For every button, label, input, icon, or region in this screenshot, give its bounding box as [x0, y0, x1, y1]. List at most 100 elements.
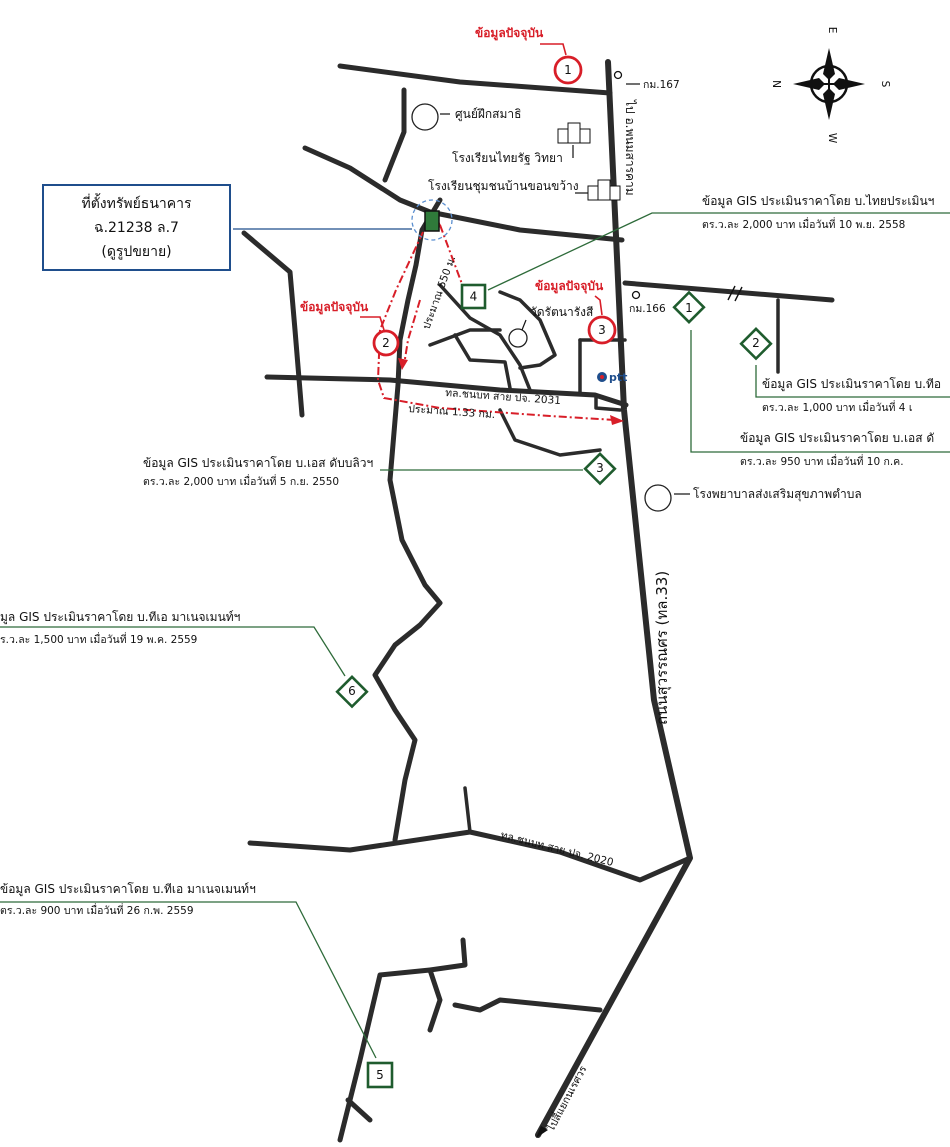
school-2-icon: [587, 179, 621, 201]
distance-path-133: [376, 231, 616, 421]
current-data-label-1: ข้อมูลปัจจุบัน: [475, 26, 544, 41]
current-data-marker-3: [587, 315, 617, 345]
gis-marker-5: [366, 1061, 394, 1089]
compass-e-label: E: [826, 27, 838, 34]
svg-text:ptt: ptt: [609, 371, 627, 384]
gis-number-1: 1: [685, 301, 693, 315]
gis-note-4-line1: ข้อมูล GIS ประเมินราคาโดย บ.ไทยประเมินฯ: [702, 194, 934, 209]
subject-deed: ฉ.21238 ล.7: [94, 219, 179, 236]
current-data-marker-1: [553, 55, 583, 85]
to-district-label: ไป อ.พนมสารคาม: [623, 99, 637, 196]
school-1-label: โรงเรียนไทยรัฐ วิทยา: [452, 151, 563, 165]
gis-leader-1: [690, 330, 950, 453]
gis-note-6-line1: มูล GIS ประเมินราคาโดย บ.ทีเอ มาเนจเมนท์…: [0, 610, 240, 625]
km167-label: กม.167: [643, 79, 680, 91]
gis-marker-4: [460, 283, 487, 310]
compass-rose: [793, 48, 865, 120]
hospital-label: โรงพยาบาลส่งเสริมสุขภาพตำบล: [693, 487, 862, 502]
current-data-leader-1: [540, 43, 567, 56]
gis-marker-3: [583, 452, 617, 486]
road-2020-spur: [463, 786, 472, 834]
current-data-leader-3: [594, 295, 603, 316]
gis-marker-1: [672, 290, 706, 324]
training-center-marker: [411, 103, 439, 131]
road-inner-7: [498, 408, 602, 457]
distance-arrowhead-133: [610, 415, 624, 425]
subject-property-marker: [424, 210, 440, 232]
road-west-diag: [241, 230, 305, 418]
subject-property-ring: [411, 199, 453, 241]
to-junction-arrow-icon: [536, 1126, 548, 1138]
gis-note-1-line2: ตร.ว.ละ 950 บาท เมื่อวันที่ 10 ก.ค.: [740, 454, 904, 468]
road-2031: [264, 374, 629, 408]
to-junction-label: ไปสี่แยกนเรศวร: [543, 1063, 590, 1135]
road-south-3: [452, 997, 603, 1013]
road-south-4: [345, 1097, 373, 1123]
school-2-label: โรงเรียนชุมชนบ้านขอนขว้าง: [428, 179, 579, 194]
training-center-label: ศูนย์ฝึกสมาธิ: [455, 107, 521, 122]
road-2020-label: ทล.ชนบท สาย ปจ. 2020: [499, 829, 614, 869]
gis-note-4-line2: ตร.ว.ละ 2,000 บาท เมื่อวันที่ 10 พ.ย. 25…: [702, 217, 905, 231]
highway-33: [535, 59, 693, 1138]
current-data-number-2: 2: [382, 336, 390, 350]
gis-number-2: 2: [752, 336, 760, 350]
gis-note-6-line2: ร.ว.ละ 1,500 บาท เมื่อวันที่ 19 พ.ค. 255…: [0, 632, 197, 646]
road-top: [337, 63, 613, 96]
road-km166: [622, 280, 835, 303]
subject-property-box: ที่ตั้งทรัพย์ธนาคาร ฉ.21238 ล.7 (ดูรูปขย…: [42, 184, 231, 271]
road-2031-loop: [594, 393, 622, 412]
temple-marker: [508, 328, 528, 348]
compass-s-label: S: [879, 81, 891, 88]
km166-marker: [631, 290, 641, 300]
current-data-label-2: ข้อมูลปัจจุบัน: [300, 300, 369, 315]
compass-w-label: W: [826, 133, 838, 144]
gis-leader-6: [0, 626, 346, 677]
gis-note-2-line1: ข้อมูล GIS ประเมินราคาโดย บ.ทีอ: [762, 377, 941, 392]
gis-leader-4: [487, 212, 950, 291]
school-1-icon: [557, 122, 591, 144]
current-data-leader-2: [360, 316, 385, 331]
km167-marker: [613, 70, 623, 80]
subject-title: ที่ตั้งทรัพย์ธนาคาร: [81, 195, 192, 212]
gis-number-4: 4: [470, 290, 478, 304]
gis-number-3: 3: [596, 461, 604, 475]
gis-number-5: 5: [376, 1068, 384, 1082]
current-data-marker-2: [372, 329, 400, 357]
gis-note-2-line2: ตร.ว.ละ 1,000 บาท เมื่อวันที่ 4 เ: [762, 400, 912, 414]
gis-leader-5: [0, 901, 377, 1059]
road-inner-3: [453, 333, 512, 390]
temple-label: วัดรัตนารังสี: [530, 305, 594, 319]
road-2020: [247, 829, 693, 883]
highway-33-label: ถนนสุวรรณศร (ทล.33): [653, 571, 672, 725]
road-break-icon: [727, 285, 743, 302]
gis-note-3-line1: ข้อมูล GIS ประเมินราคาโดย บ.เอส ดับบลิวฯ: [143, 456, 373, 471]
gis-note-3-line2: ตร.ว.ละ 2,000 บาท เมื่อวันที่ 5 ก.ย. 255…: [143, 474, 339, 488]
gis-marker-6: [335, 675, 369, 709]
compass-n-label: N: [770, 80, 782, 88]
temple-arrow: [521, 319, 527, 331]
road-inner-1: [438, 283, 532, 392]
subject-note: (ดูรูปขยาย): [101, 243, 172, 260]
current-data-label-3: ข้อมูลปัจจุบัน: [535, 279, 604, 294]
distance-path-550: [439, 224, 463, 285]
gis-note-5-line2: ตร.ว.ละ 900 บาท เมื่อวันที่ 26 ก.พ. 2559: [0, 903, 194, 917]
gis-number-6: 6: [348, 684, 356, 698]
road-inner-4: [498, 290, 557, 370]
current-data-number-1: 1: [564, 63, 572, 77]
road-inner-2: [428, 328, 502, 347]
gis-note-1-line1: ข้อมูล GIS ประเมินราคาโดย บ.เอส ดั: [740, 431, 934, 446]
km166-label: กม.166: [629, 303, 666, 315]
road-branch-2: [302, 145, 625, 243]
road-west-south: [372, 382, 443, 843]
current-data-number-3: 3: [598, 323, 606, 337]
road-south-2: [427, 967, 443, 1033]
distance-133-label: ประมาณ 1.33 กม.: [408, 403, 496, 421]
road-branch-1: [382, 87, 407, 183]
distance-arrowhead-branch: [398, 358, 408, 370]
hospital-marker: [644, 484, 672, 512]
road-south-1: [337, 937, 468, 1143]
gis-note-5-line1: ข้อมูล GIS ประเมินราคาโดย บ.ทีเอ มาเนจเม…: [0, 882, 256, 897]
distance-550-label: ประมาณ 550 ม.: [421, 254, 459, 331]
gis-leader-2: [755, 365, 950, 398]
